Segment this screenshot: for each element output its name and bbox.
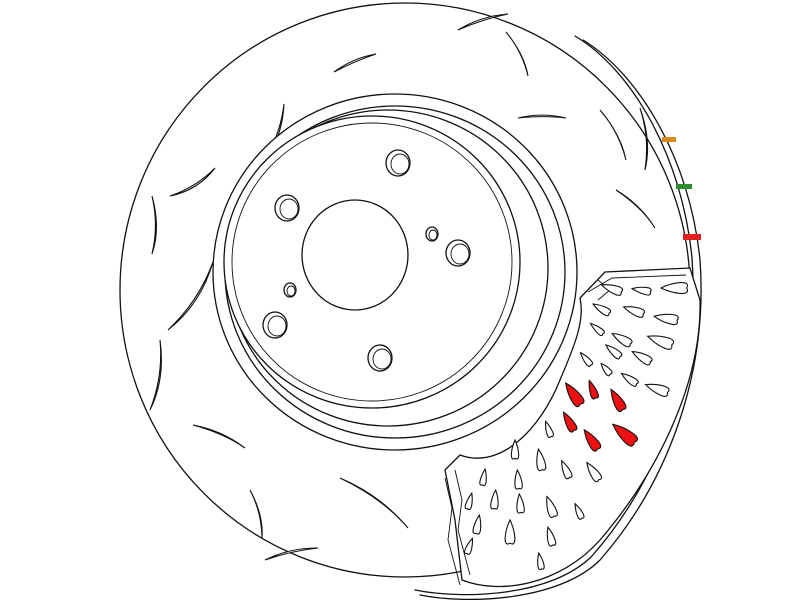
vane [464, 537, 473, 555]
highlighted-vane [588, 379, 599, 400]
friction-slot [169, 167, 216, 197]
highlighted-vane [583, 428, 602, 452]
vane [630, 286, 652, 296]
friction-slot [167, 261, 214, 331]
vane [546, 495, 558, 519]
highlighted-vane [564, 381, 585, 407]
vane [622, 306, 646, 318]
vane [504, 518, 516, 545]
vane [510, 438, 520, 460]
vane [536, 447, 547, 472]
wear-markers [662, 137, 701, 240]
friction-slot [151, 195, 158, 255]
bolt-hole [367, 344, 393, 372]
vane [479, 467, 487, 487]
vane [574, 502, 585, 520]
center-bore [301, 199, 409, 311]
vane [600, 362, 613, 377]
friction-slot [192, 424, 246, 449]
vane [490, 488, 499, 510]
bolt-hole [385, 149, 411, 177]
vane [591, 303, 611, 317]
vane [604, 343, 623, 360]
vane [464, 491, 473, 511]
highlighted-vane [611, 423, 638, 447]
friction-slot [333, 53, 377, 73]
vane [644, 383, 670, 397]
red-marker [683, 234, 701, 240]
highlighted-vane [562, 411, 578, 433]
vane [589, 322, 605, 337]
vane [600, 284, 624, 296]
vane [579, 351, 594, 367]
vane [537, 551, 545, 571]
ventilation-vanes [464, 282, 689, 571]
friction-slot [517, 114, 567, 119]
bolt-hole [262, 311, 288, 339]
pilot-hole [425, 226, 439, 242]
vane [546, 525, 557, 547]
vane [514, 468, 523, 490]
friction-slot [249, 489, 263, 539]
vane [545, 420, 554, 438]
orange-marker [662, 137, 676, 142]
vane [472, 513, 482, 535]
bolt-holes [262, 149, 471, 372]
vane [659, 282, 689, 294]
friction-slot [457, 13, 509, 31]
vane [561, 459, 573, 480]
vane [652, 313, 679, 326]
vane [586, 461, 603, 483]
highlighted-vane [610, 388, 627, 412]
friction-slot [339, 477, 409, 529]
friction-slot [264, 547, 319, 561]
friction-slot [615, 189, 656, 229]
friction-slot [505, 31, 529, 77]
vane [631, 350, 653, 366]
vane [620, 372, 639, 387]
vane [516, 492, 525, 514]
friction-slot [639, 107, 649, 171]
friction-slots [149, 13, 656, 561]
bolt-hole [445, 239, 471, 267]
vane [646, 335, 675, 350]
bolt-hole [274, 194, 300, 222]
hub-face [262, 149, 471, 372]
green-marker [676, 184, 692, 189]
friction-slot [149, 339, 162, 411]
pilot-hole [283, 282, 297, 298]
friction-slot [599, 109, 627, 161]
vane [611, 332, 633, 348]
